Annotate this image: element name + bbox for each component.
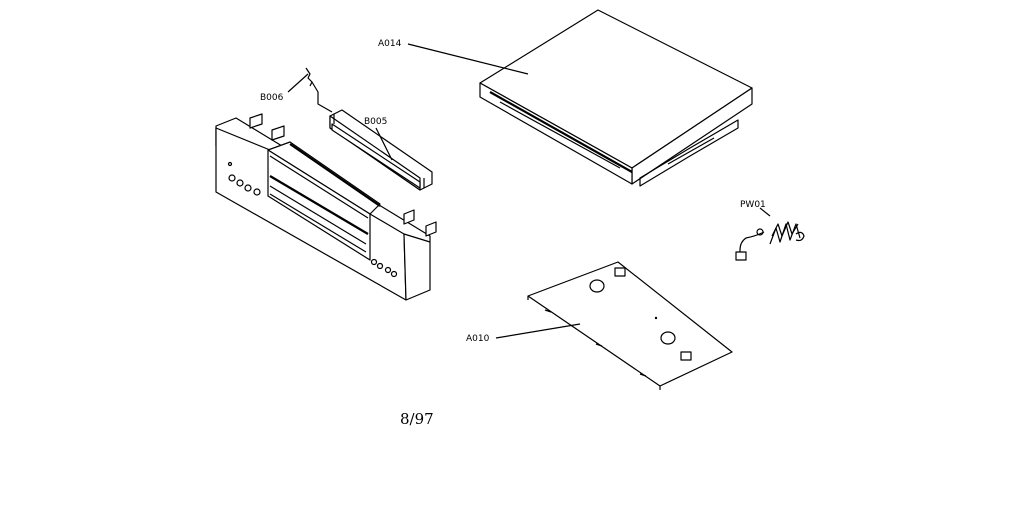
leader-b006 bbox=[287, 73, 309, 93]
leader-a010 bbox=[495, 323, 581, 339]
label-b006: B006 bbox=[260, 93, 284, 103]
top-cover-a014 bbox=[479, 9, 753, 187]
door-b005 bbox=[329, 109, 433, 191]
power-cord-pw01 bbox=[735, 221, 805, 261]
label-a014: A014 bbox=[378, 39, 402, 49]
label-a010: A010 bbox=[466, 334, 490, 344]
front-panel bbox=[215, 113, 437, 301]
label-b005: B005 bbox=[364, 117, 387, 127]
label-pw01: PW01 bbox=[740, 200, 766, 210]
spring-b006 bbox=[305, 67, 333, 113]
date-code: 8/97 bbox=[400, 410, 434, 428]
leader-b005 bbox=[375, 127, 393, 161]
leader-a014 bbox=[407, 43, 529, 75]
bottom-plate-a010 bbox=[527, 261, 733, 390]
leader-pw01 bbox=[759, 207, 771, 217]
